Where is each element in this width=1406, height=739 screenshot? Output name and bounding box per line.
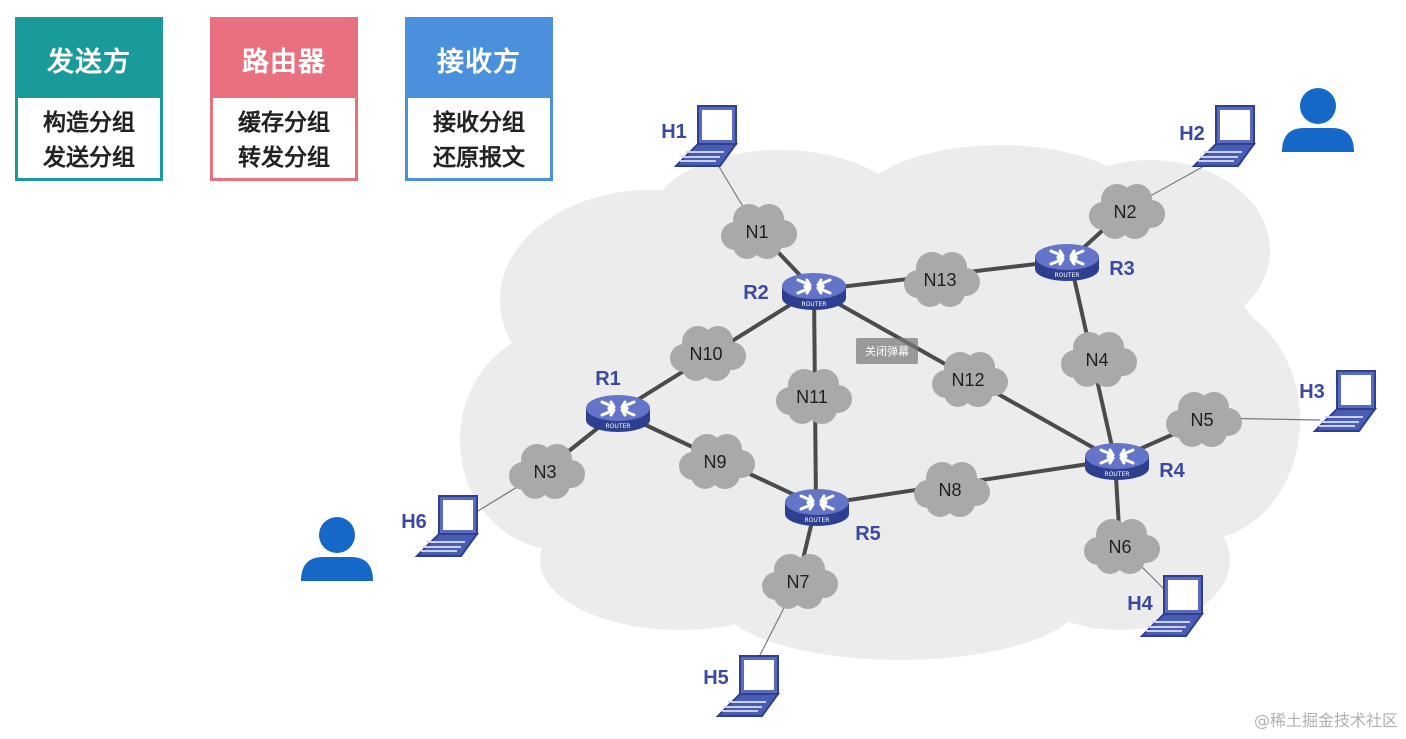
receiver-user-icon — [1282, 88, 1354, 152]
router-r5-caption: ROUTER — [805, 517, 830, 524]
network-n11: N11 — [776, 369, 852, 424]
router-r2-caption: ROUTER — [802, 301, 827, 308]
network-n12-label: N12 — [951, 370, 984, 390]
host-h2: H2 — [1179, 105, 1255, 167]
receiver-card: 接收方 接收分组 还原报文 — [405, 17, 553, 181]
network-n2-label: N2 — [1113, 202, 1136, 222]
host-h4-label: H4 — [1127, 593, 1153, 615]
network-n13: N13 — [904, 252, 980, 307]
host-h6-label: H6 — [401, 511, 427, 533]
sender-card-line: 发送分组 — [43, 145, 135, 171]
host-h6: H6 — [401, 495, 478, 557]
network-n9-label: N9 — [703, 452, 726, 472]
router-r5: ROUTER R5 — [783, 487, 881, 545]
network-n1-label: N1 — [745, 222, 768, 242]
network-n7-label: N7 — [786, 572, 809, 592]
router-card-title: 路由器 — [213, 20, 355, 98]
router-card-line: 缓存分组 — [238, 110, 330, 136]
host-h5: H5 — [703, 655, 779, 717]
host-h2-label: H2 — [1179, 123, 1205, 145]
host-h1-label: H1 — [661, 121, 687, 143]
network-n9: N9 — [679, 434, 755, 489]
host-h3: H3 — [1299, 370, 1376, 432]
network-n5-label: N5 — [1190, 410, 1213, 430]
receiver-card-title: 接收方 — [408, 20, 550, 98]
host-h4: H4 — [1127, 575, 1203, 637]
router-r1: ROUTER R1 — [584, 368, 652, 434]
network-n8-label: N8 — [938, 480, 961, 500]
network-n10: N10 — [670, 326, 746, 381]
router-r4: ROUTER R4 — [1083, 441, 1186, 482]
receiver-card-line: 接收分组 — [433, 110, 525, 136]
receiver-card-line: 还原报文 — [433, 145, 525, 171]
network-n6-label: N6 — [1108, 537, 1131, 557]
sender-card-title: 发送方 — [18, 20, 160, 98]
network-n7: N7 — [762, 554, 838, 609]
network-n6: N6 — [1084, 519, 1160, 574]
receiver-card-body: 接收分组 还原报文 — [408, 98, 550, 176]
network-n11-label: N11 — [796, 387, 828, 407]
sender-card-body: 构造分组 发送分组 — [18, 98, 160, 176]
host-h1: H1 — [661, 105, 737, 167]
router-r5-label: R5 — [855, 523, 881, 545]
router-r1-label: R1 — [595, 368, 621, 390]
watermark: @稀土掘金技术社区 — [1253, 711, 1398, 730]
router-r3: ROUTER R3 — [1033, 242, 1135, 283]
host-h3-label: H3 — [1299, 381, 1325, 403]
router-card: 路由器 缓存分组 转发分组 — [210, 17, 358, 181]
sender-user-icon — [301, 517, 373, 581]
network-n2: N2 — [1089, 184, 1165, 239]
network-n5: N5 — [1166, 392, 1242, 447]
network-n8: N8 — [914, 462, 990, 517]
network-n3-label: N3 — [533, 462, 556, 482]
sender-card-line: 构造分组 — [43, 110, 135, 136]
router-r4-label: R4 — [1159, 460, 1185, 482]
router-card-line: 转发分组 — [238, 145, 330, 171]
network-n4-label: N4 — [1085, 350, 1108, 370]
sender-card: 发送方 构造分组 发送分组 — [15, 17, 163, 181]
network-n4: N4 — [1061, 332, 1137, 387]
host-h5-label: H5 — [703, 667, 729, 689]
network-clouds: N1 N2 N3 N4 N5 N6 N7 N8 N9 N10 N11 N12 N… — [509, 184, 1242, 609]
network-n12: N12 — [932, 352, 1008, 407]
router-r3-caption: ROUTER — [1055, 272, 1080, 279]
router-r1-caption: ROUTER — [606, 423, 631, 430]
network-n1: N1 — [721, 204, 797, 259]
router-r3-label: R3 — [1109, 258, 1135, 280]
router-r2: ROUTER R2 — [743, 271, 848, 312]
router-card-body: 缓存分组 转发分组 — [213, 98, 355, 176]
router-r2-label: R2 — [743, 282, 769, 304]
network-n13-label: N13 — [923, 270, 956, 290]
network-n3: N3 — [509, 444, 585, 499]
network-n10-label: N10 — [689, 344, 722, 364]
close-danmaku-button[interactable]: 关闭弹幕 — [856, 338, 918, 364]
router-r4-caption: ROUTER — [1105, 471, 1130, 478]
